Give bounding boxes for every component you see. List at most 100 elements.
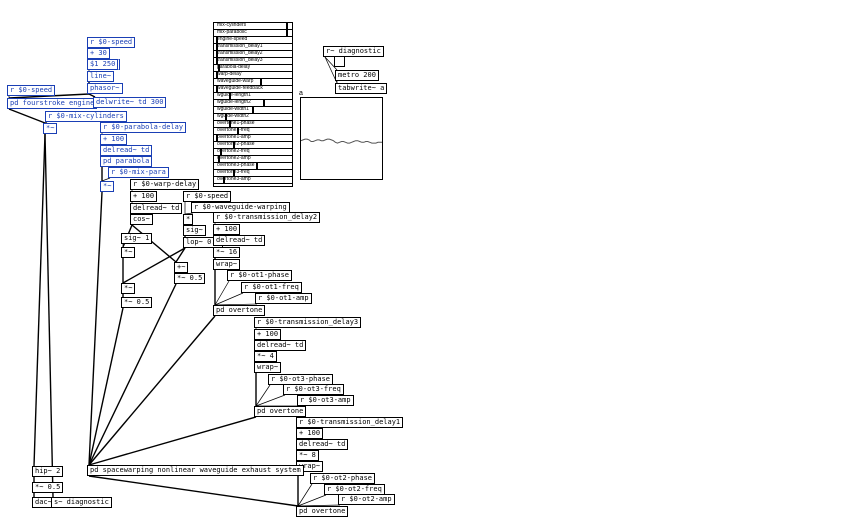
slider-waveguide-feedback[interactable]: waveguide-feedback bbox=[214, 85, 292, 93]
pd-object-mult16[interactable]: *~ 16 bbox=[213, 247, 241, 258]
pd-object-overtone3[interactable]: pd overtone bbox=[254, 406, 307, 417]
slider-knob[interactable] bbox=[286, 30, 288, 36]
slider-knob[interactable] bbox=[218, 65, 220, 71]
pd-object-r-speed-top[interactable]: r $0-speed bbox=[87, 37, 136, 48]
slider-knob[interactable] bbox=[216, 51, 218, 57]
pd-object-plus100-warp[interactable]: + 100 bbox=[130, 191, 158, 202]
pd-object-sig1[interactable]: sig~ 1 bbox=[121, 233, 153, 244]
pd-object-r-ot1freq[interactable]: r $0-ot1-freq bbox=[241, 282, 302, 293]
pd-object-metro[interactable]: metro 200 bbox=[335, 70, 379, 81]
pd-object-r-td1[interactable]: r $0-transmission_delay1 bbox=[296, 417, 404, 428]
slider-waveguide-warp[interactable]: waveguide-warp bbox=[214, 78, 292, 86]
pd-object-delwrite[interactable]: delwrite~ td 300 bbox=[93, 97, 167, 108]
pd-object-r-diag[interactable]: r~ diagnostic bbox=[323, 46, 384, 57]
slider-mix-cylinders[interactable]: mix-cylinders bbox=[214, 22, 292, 30]
slider-overtone3-freq[interactable]: overtone3-freq bbox=[214, 169, 292, 177]
slider-overtone2-phase[interactable]: overtone2-phase bbox=[214, 141, 292, 149]
pd-object-delread-para[interactable]: delread~ td bbox=[100, 145, 153, 156]
pd-object-r-ot3amp[interactable]: r $0-ot3-amp bbox=[297, 395, 354, 406]
pd-object-r-ot3freq[interactable]: r $0-ot3-freq bbox=[283, 384, 344, 395]
slider-knob[interactable] bbox=[216, 44, 218, 50]
slider-warp-delay[interactable]: warp-delay bbox=[214, 71, 292, 79]
slider-engine-speed[interactable]: engine-speed bbox=[214, 36, 292, 44]
slider-knob[interactable] bbox=[223, 177, 225, 183]
pd-object-r-ot2phase[interactable]: r $0-ot2-phase bbox=[310, 473, 376, 484]
pd-object-delread-warp[interactable]: delread~ td bbox=[130, 203, 183, 214]
pd-object-delread-3[interactable]: delread~ td bbox=[254, 340, 307, 351]
pd-object-mult-para[interactable]: *~ bbox=[100, 181, 115, 192]
pd-object-msg250[interactable]: $1 250 bbox=[87, 59, 121, 70]
pd-object-delread-2[interactable]: delread~ td bbox=[213, 235, 266, 246]
pd-object-mult-w2[interactable]: *~ bbox=[121, 283, 136, 294]
pd-object-mult8[interactable]: *~ 8 bbox=[296, 450, 319, 461]
pd-object-r-mixcyl[interactable]: r $0-mix-cylinders bbox=[45, 111, 127, 122]
pd-object-r-ot2amp[interactable]: r $0-ot2-amp bbox=[338, 494, 395, 505]
pd-object-r-paradelay[interactable]: r $0-parabola-delay bbox=[100, 122, 187, 133]
slider-overtone2-freq[interactable]: overtone2-freq bbox=[214, 148, 292, 156]
pd-object-r-mixpara[interactable]: r $0-mix-para bbox=[108, 167, 169, 178]
slider-parabola-delay[interactable]: parabola-delay bbox=[214, 64, 292, 72]
slider-wguide-width2[interactable]: wguide-width2 bbox=[214, 113, 292, 121]
pd-object-r-warpdelay[interactable]: r $0-warp-delay bbox=[130, 179, 200, 190]
pd-object-r-ot1phase[interactable]: r $0-ot1-phase bbox=[227, 270, 293, 281]
slider-knob[interactable] bbox=[233, 142, 235, 148]
pd-object-overtone1[interactable]: pd overtone bbox=[213, 305, 266, 316]
pd-object-r-td3[interactable]: r $0-transmission_delay3 bbox=[254, 317, 362, 328]
pd-object-mult05-w2[interactable]: *~ 0.5 bbox=[174, 273, 206, 284]
pd-object-phasor[interactable]: phasor~ bbox=[87, 83, 123, 94]
slider-transmission-delay1[interactable]: transmission_delay1 bbox=[214, 43, 292, 51]
slider-knob[interactable] bbox=[256, 163, 258, 169]
slider-knob[interactable] bbox=[260, 79, 262, 85]
slider-knob[interactable] bbox=[220, 149, 222, 155]
slider-overtone3-phase[interactable]: overtone3-phase bbox=[214, 162, 292, 170]
slider-knob[interactable] bbox=[225, 114, 227, 120]
pd-object-plus100-para[interactable]: + 100 bbox=[100, 134, 128, 145]
pd-object-plus100-2[interactable]: + 100 bbox=[213, 224, 241, 235]
pd-object-mult-w4[interactable]: * bbox=[183, 214, 194, 225]
pd-object-hip[interactable]: hip~ 2 bbox=[32, 466, 64, 477]
slider-knob[interactable] bbox=[286, 23, 288, 29]
slider-knob[interactable] bbox=[233, 170, 235, 176]
slider-knob[interactable] bbox=[263, 100, 265, 106]
slider-transmission-delay2[interactable]: transmission_delay2 bbox=[214, 50, 292, 58]
pd-object-tabwrite[interactable]: tabwrite~ a bbox=[335, 83, 388, 94]
pd-object-delread-1[interactable]: delread~ td bbox=[296, 439, 349, 450]
slider-overtone1-amp[interactable]: overtone1-amp bbox=[214, 134, 292, 142]
slider-knob[interactable] bbox=[216, 37, 218, 43]
pd-object-s-diag[interactable]: s~ diagnostic bbox=[51, 497, 112, 508]
pd-object-plus-w[interactable]: +~ bbox=[174, 262, 189, 273]
slider-knob[interactable] bbox=[216, 86, 218, 92]
toggle-button[interactable] bbox=[334, 56, 345, 67]
slider-wguide-length1[interactable]: wguide-length1 bbox=[214, 92, 292, 100]
pd-object-plus100-3[interactable]: + 100 bbox=[254, 329, 282, 340]
pd-object-plus30[interactable]: + 30 bbox=[87, 48, 110, 59]
pd-object-r-ot1amp[interactable]: r $0-ot1-amp bbox=[255, 293, 312, 304]
slider-knob[interactable] bbox=[252, 107, 254, 113]
pd-object-spacewarp[interactable]: pd spacewarping nonlinear waveguide exha… bbox=[87, 465, 304, 476]
pd-object-overtone2[interactable]: pd overtone bbox=[296, 506, 349, 517]
slider-knob[interactable] bbox=[216, 135, 218, 141]
pd-object-mult05-w[interactable]: *~ 0.5 bbox=[121, 297, 153, 308]
array-graph[interactable] bbox=[300, 97, 383, 180]
pd-object-mult-w1[interactable]: *~ bbox=[121, 247, 136, 258]
pd-object-mult05-out[interactable]: *~ 0.5 bbox=[32, 482, 64, 493]
slider-knob[interactable] bbox=[229, 121, 231, 127]
pd-object-plus100-1[interactable]: + 100 bbox=[296, 428, 324, 439]
pd-object-mult-left[interactable]: *~ bbox=[43, 123, 58, 134]
slider-knob[interactable] bbox=[237, 128, 239, 134]
slider-overtone3-amp[interactable]: overtone3-amp bbox=[214, 176, 292, 184]
pd-object-line[interactable]: line~ bbox=[87, 71, 115, 82]
slider-wguide-width1[interactable]: wguide-width1 bbox=[214, 106, 292, 114]
pd-object-fourstroke[interactable]: pd fourstroke engine bbox=[7, 98, 98, 109]
slider-knob[interactable] bbox=[216, 72, 218, 78]
slider-mix-parabolic[interactable]: mix-parabolic bbox=[214, 29, 292, 37]
slider-knob[interactable] bbox=[229, 93, 231, 99]
pd-object-wrap-3[interactable]: wrap~ bbox=[254, 362, 282, 373]
pd-object-cos[interactable]: cos~ bbox=[130, 214, 153, 225]
slider-transmission-delay3[interactable]: transmission_delay3 bbox=[214, 57, 292, 65]
slider-overtone2-amp[interactable]: overtone2-amp bbox=[214, 155, 292, 163]
pd-object-r-td2[interactable]: r $0-transmission_delay2 bbox=[213, 212, 321, 223]
pd-object-r-speed-left[interactable]: r $0-speed bbox=[7, 85, 56, 96]
pd-object-wrap-1[interactable]: wrap~ bbox=[213, 259, 241, 270]
